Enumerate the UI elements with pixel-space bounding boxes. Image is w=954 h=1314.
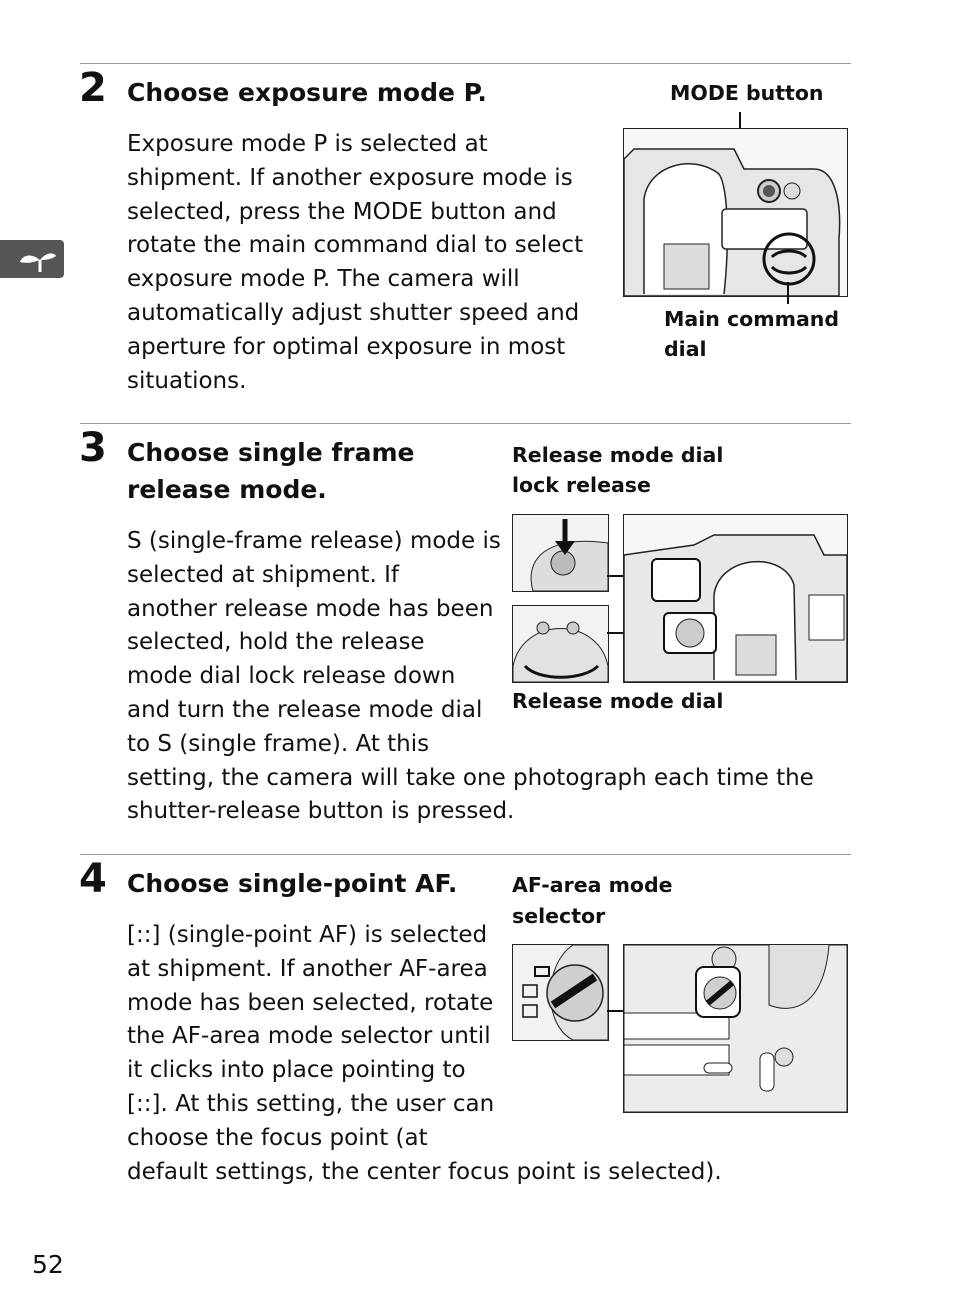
section-divider bbox=[80, 63, 851, 64]
lock-release-closeup bbox=[512, 514, 609, 592]
section-tab bbox=[0, 240, 64, 278]
camera-top-drawing bbox=[624, 129, 847, 296]
section-divider bbox=[80, 423, 851, 424]
step-title: Choose exposure mode P. bbox=[127, 78, 487, 107]
release-dial-closeup bbox=[512, 605, 609, 683]
body-line: rotate the main command dial to select bbox=[127, 232, 584, 259]
leader-line bbox=[787, 282, 789, 304]
body-line: shipment. If another exposure mode is bbox=[127, 164, 573, 191]
body-line: mode dial lock release down bbox=[127, 663, 456, 690]
body-line: the AF-area mode selector until bbox=[127, 1023, 491, 1050]
step-body: S (single-frame release) mode is selecte… bbox=[127, 525, 814, 829]
body-line: mode has been selected, rotate bbox=[127, 989, 494, 1016]
step-number: 3 bbox=[79, 425, 107, 471]
body-line: shutter-release button is pressed. bbox=[127, 798, 515, 825]
camera-top-illustration bbox=[623, 128, 848, 297]
body-line: S (single-frame release) mode is bbox=[127, 528, 501, 554]
step-number: 2 bbox=[79, 65, 107, 111]
title-line: Choose single frame bbox=[127, 438, 415, 467]
seedling-icon bbox=[20, 253, 56, 272]
lock-release-caption-line2: lock release bbox=[512, 473, 651, 497]
body-line: it clicks into place pointing to bbox=[127, 1057, 466, 1084]
mode-button-caption: MODE button bbox=[670, 81, 824, 105]
main-command-caption-line2: dial bbox=[664, 337, 707, 361]
body-line: automatically adjust shutter speed and bbox=[127, 299, 580, 326]
af-selector-caption: AF-area mode bbox=[512, 873, 673, 897]
step-body: [::] (single-point AF) is selected at sh… bbox=[127, 919, 722, 1189]
body-line: exposure mode P. The camera will bbox=[127, 266, 520, 293]
af-selector-closeup bbox=[512, 944, 609, 1041]
camera-left-drawing bbox=[624, 515, 847, 682]
body-line: aperture for optimal exposure in most bbox=[127, 333, 566, 360]
body-line: another release mode has been bbox=[127, 595, 494, 622]
body-line: and turn the release mode dial bbox=[127, 696, 483, 723]
release-dial-drawing bbox=[513, 606, 608, 682]
body-line: Exposure mode P is selected at bbox=[127, 131, 488, 157]
step-number: 4 bbox=[79, 856, 107, 902]
body-line: setting, the camera will take one photog… bbox=[127, 764, 814, 791]
lock-release-caption: Release mode dial bbox=[512, 443, 724, 467]
body-line: selected, press the MODE button and bbox=[127, 198, 557, 225]
camera-back-drawing bbox=[624, 945, 847, 1112]
step-title: Choose single frame release mode. bbox=[127, 434, 415, 508]
camera-left-illustration bbox=[623, 514, 848, 683]
body-line: choose the focus point (at bbox=[127, 1124, 428, 1151]
af-selector-caption-line2: selector bbox=[512, 904, 606, 928]
body-line: [::] (single-point AF) is selected bbox=[127, 922, 488, 948]
title-line: release mode. bbox=[127, 475, 327, 504]
camera-back-illustration bbox=[623, 944, 848, 1113]
body-line: situations. bbox=[127, 367, 247, 394]
body-line: selected, hold the release bbox=[127, 629, 425, 656]
body-line: selected at shipment. If bbox=[127, 561, 400, 588]
step-title: Choose single-point AF. bbox=[127, 869, 458, 898]
lock-release-drawing bbox=[513, 515, 608, 591]
body-line: at shipment. If another AF-area bbox=[127, 955, 488, 982]
body-line: to S (single frame). At this bbox=[127, 730, 430, 757]
section-divider bbox=[80, 854, 851, 855]
body-line: default settings, the center focus point… bbox=[127, 1158, 722, 1185]
step-body: Exposure mode P is selected at shipment.… bbox=[127, 128, 583, 398]
af-selector-drawing bbox=[513, 945, 608, 1040]
body-line: [::]. At this setting, the user can bbox=[127, 1090, 495, 1117]
release-dial-caption: Release mode dial bbox=[512, 689, 724, 713]
page-number: 52 bbox=[32, 1250, 64, 1279]
main-command-caption: Main command bbox=[664, 307, 840, 331]
